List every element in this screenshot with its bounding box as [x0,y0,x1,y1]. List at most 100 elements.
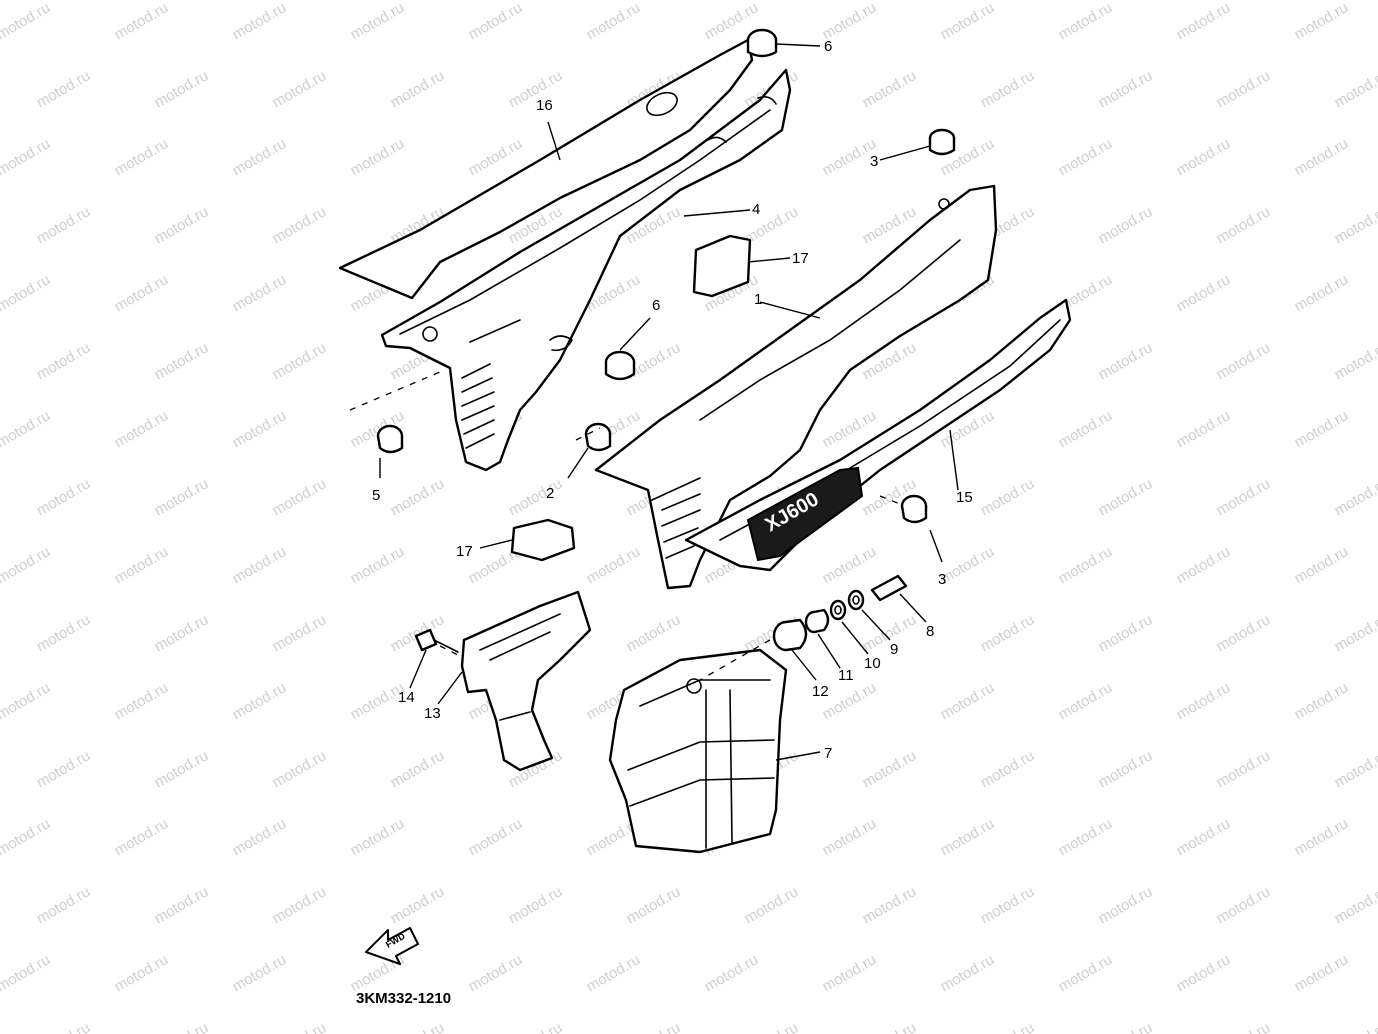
watermark-text: motod.ru [1292,407,1352,451]
watermark-text: motod.ru [0,407,53,451]
watermark-text: motod.ru [112,951,172,995]
watermark-text: motod.ru [1096,747,1156,791]
watermark-text: motod.ru [624,611,684,655]
callout-14: 14 [398,689,415,706]
watermark-text: motod.ru [270,475,330,519]
watermark-text: motod.ru [152,475,212,519]
part-6-grommet-top [746,28,778,58]
watermark-text: motod.ru [1214,747,1274,791]
watermark-text: motod.ru [820,815,880,859]
watermark-text: motod.ru [1096,611,1156,655]
watermark-text: motod.ru [0,815,53,859]
part-12-rubber-mount [772,618,808,652]
watermark-text: motod.ru [388,67,448,111]
watermark-text: motod.ru [860,883,920,927]
callout-5: 5 [372,487,380,504]
watermark-text: motod.ru [1096,883,1156,927]
watermark-text: motod.ru [978,1019,1038,1034]
watermark-text: motod.ru [34,339,94,383]
watermark-text: motod.ru [270,203,330,247]
watermark-text: motod.ru [1056,135,1116,179]
watermark-text: motod.ru [1292,0,1352,43]
watermark-text: motod.ru [1332,611,1378,655]
watermark-text: motod.ru [1096,203,1156,247]
watermark-text: motod.ru [1292,271,1352,315]
watermark-text: motod.ru [860,747,920,791]
watermark-text: motod.ru [938,0,998,43]
watermark-text: motod.ru [270,747,330,791]
watermark-text: motod.ru [1096,475,1156,519]
watermark-text: motod.ru [230,0,290,43]
watermark-text: motod.ru [34,203,94,247]
watermark-text: motod.ru [1174,951,1234,995]
watermark-text: motod.ru [1292,135,1352,179]
watermark-text: motod.ru [860,1019,920,1034]
watermark-text: motod.ru [0,0,53,43]
watermark-text: motod.ru [938,951,998,995]
watermark-text: motod.ru [112,815,172,859]
watermark-text: motod.ru [152,611,212,655]
watermark-text: motod.ru [978,883,1038,927]
watermark-text: motod.ru [348,0,408,43]
watermark-text: motod.ru [34,747,94,791]
watermark-text: motod.ru [742,1019,802,1034]
callout-3-top: 3 [870,153,878,170]
watermark-text: motod.ru [0,951,53,995]
watermark-text: motod.ru [978,475,1038,519]
watermark-text: motod.ru [1292,543,1352,587]
watermark-text: motod.ru [584,543,644,587]
watermark-text: motod.ru [112,679,172,723]
callout-16: 16 [536,97,553,114]
callout-11: 11 [838,667,854,684]
watermark-text: motod.ru [978,67,1038,111]
watermark-text: motod.ru [1056,951,1116,995]
callout-17-lower: 17 [456,543,473,560]
part-14-bolt [414,628,459,653]
watermark-text: motod.ru [1332,475,1378,519]
watermark-text: motod.ru [348,951,408,995]
part-4-left-side-cover [380,68,792,472]
part-15-side-cover-strip [684,298,1072,572]
watermark-text: motod.ru [1096,67,1156,111]
part-11-collar [804,608,830,634]
watermark-text: motod.ru [978,747,1038,791]
watermark-text: motod.ru [506,883,566,927]
watermark-text: motod.ru [466,815,526,859]
watermark-text: motod.ru [388,1019,448,1034]
watermark-text: motod.ru [820,543,880,587]
watermark-text: motod.ru [1096,1019,1156,1034]
watermark-text: motod.ru [624,883,684,927]
watermark-text: motod.ru [0,679,53,723]
callout-6-top: 6 [824,38,832,55]
watermark-text: motod.ru [1214,1019,1274,1034]
watermark-text: motod.ru [1214,67,1274,111]
watermark-text: motod.ru [230,407,290,451]
part-1-right-side-cover [594,184,998,590]
watermark-text: motod.ru [112,271,172,315]
callout-4: 4 [752,201,760,218]
watermark-text: motod.ru [388,747,448,791]
watermark-text: motod.ru [34,475,94,519]
watermark-text: motod.ru [270,339,330,383]
watermark-text: motod.ru [702,951,762,995]
watermark-text: motod.ru [112,135,172,179]
watermark-text: motod.ru [1214,203,1274,247]
watermark-text: motod.ru [624,1019,684,1034]
part-17-pad-upper [692,234,752,298]
watermark-text: motod.ru [820,0,880,43]
part-5-grommet [376,424,404,454]
watermark-text: motod.ru [860,67,920,111]
watermark-text: motod.ru [152,883,212,927]
watermark-text: motod.ru [1214,611,1274,655]
watermark-text: motod.ru [152,1019,212,1034]
watermark-text: motod.ru [112,407,172,451]
watermark-text: motod.ru [506,475,566,519]
callout-7: 7 [824,745,832,762]
watermark-text: motod.ru [34,1019,94,1034]
watermark-text: motod.ru [230,679,290,723]
watermark-text: motod.ru [506,1019,566,1034]
watermark-text: motod.ru [388,883,448,927]
watermark-text: motod.ru [152,339,212,383]
watermark-text: motod.ru [348,815,408,859]
